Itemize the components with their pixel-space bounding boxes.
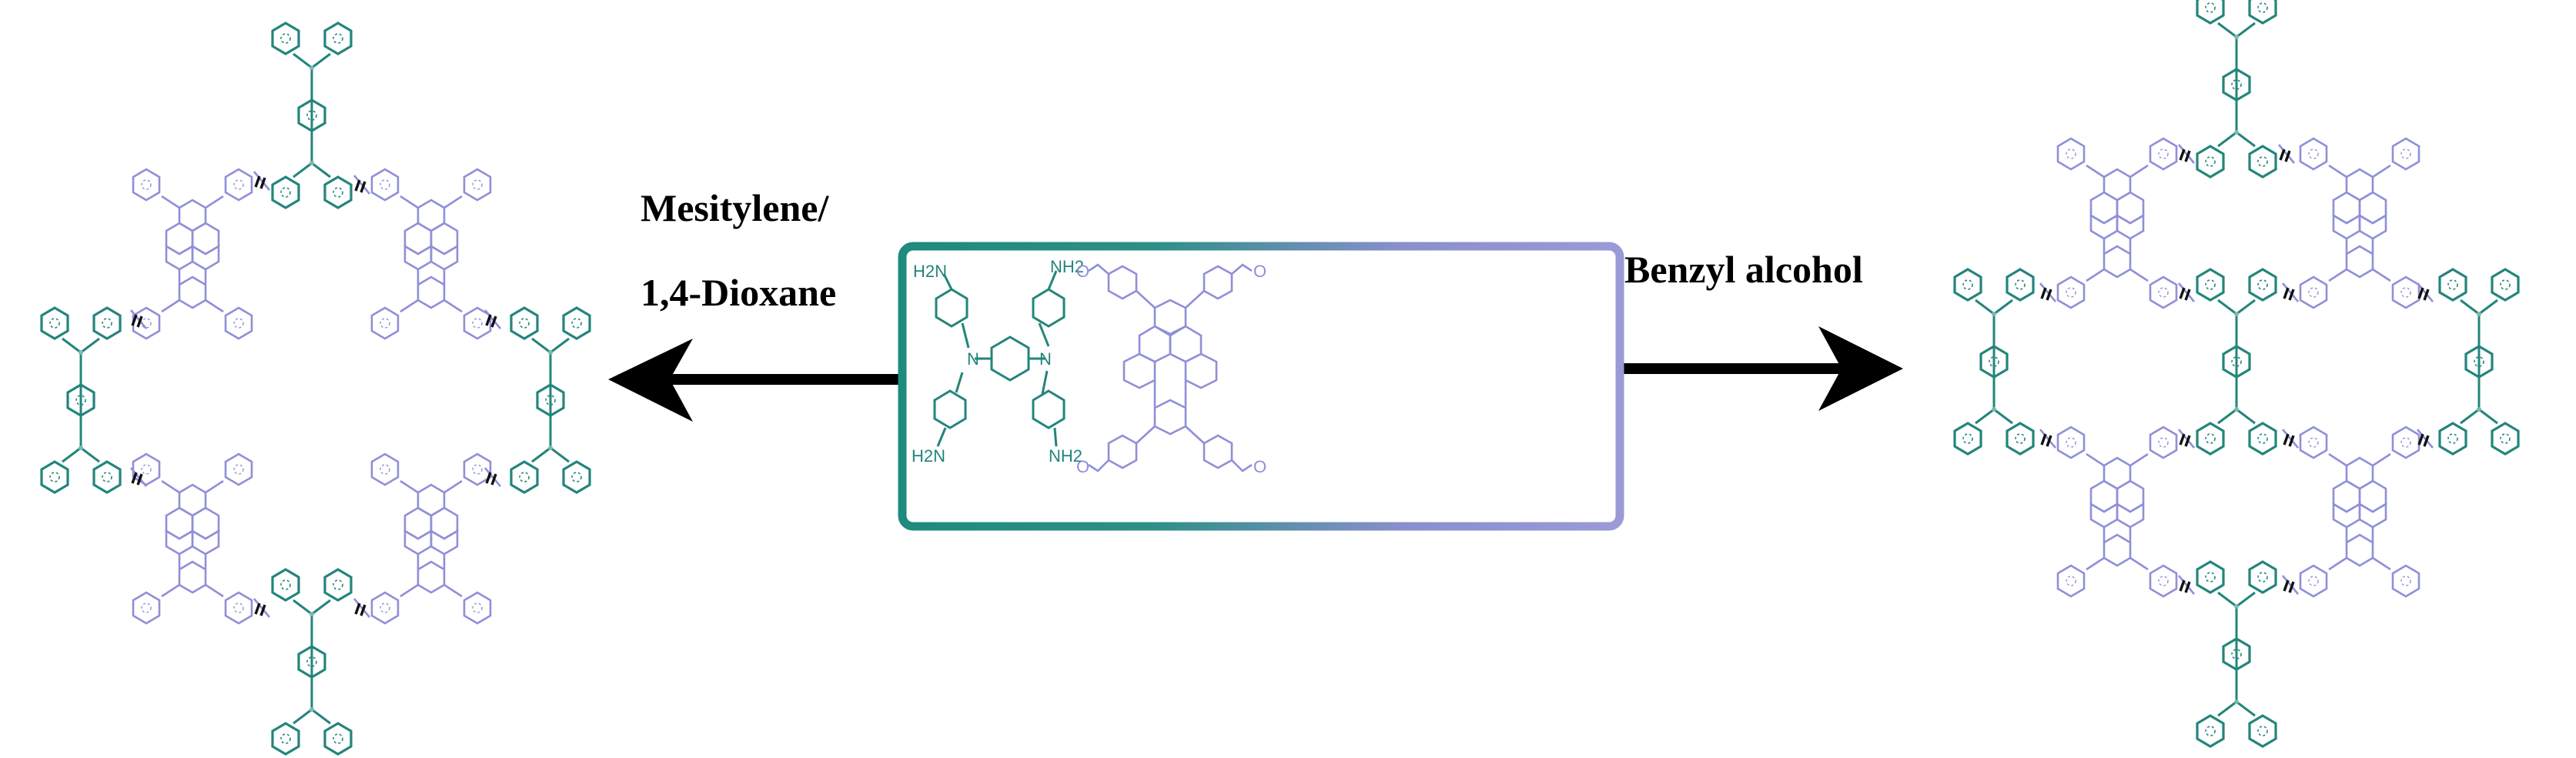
aldehyde-label-o-top-right: O — [1253, 262, 1267, 281]
pyrene-node — [372, 169, 490, 339]
pyrene-node — [372, 454, 490, 623]
tapd-node-left — [42, 308, 120, 493]
arrow-left — [608, 339, 899, 422]
amine-label-n-right: N — [1039, 349, 1052, 369]
aldehyde-label-o-bottom-right: O — [1253, 457, 1267, 476]
arrow-right — [1623, 326, 1903, 411]
amine-label-n-left: N — [967, 349, 979, 369]
left-condition-line1: Mesitylene/ — [641, 186, 829, 229]
aldehyde-monomer — [1088, 263, 1253, 472]
amine-label-nh2-bottom-right: NH2 — [1049, 446, 1083, 466]
right-framework — [1955, 0, 2518, 746]
aldehyde-label-o-bottom-left: O — [1076, 457, 1090, 476]
amine-label-nh2-bottom-left: H2N — [912, 446, 946, 466]
tapd-node-right — [511, 308, 590, 493]
monomer-box — [898, 242, 1624, 531]
aldehyde-label-o-top-left: O — [1076, 262, 1090, 281]
left-condition-line2: 1,4-Dioxane — [641, 271, 837, 314]
amine-label-nh2-top-left: H2N — [913, 262, 948, 281]
left-framework — [42, 23, 590, 754]
pyrene-node — [133, 454, 252, 623]
tapd-node-bottom — [273, 569, 351, 754]
amine-label-nh2-top-right: NH2 — [1050, 257, 1085, 276]
right-condition-line1: Benzyl alcohol — [1624, 248, 1863, 291]
amine-monomer — [933, 270, 1066, 447]
pyrene-node — [133, 169, 252, 339]
tapd-node-top — [273, 23, 351, 208]
